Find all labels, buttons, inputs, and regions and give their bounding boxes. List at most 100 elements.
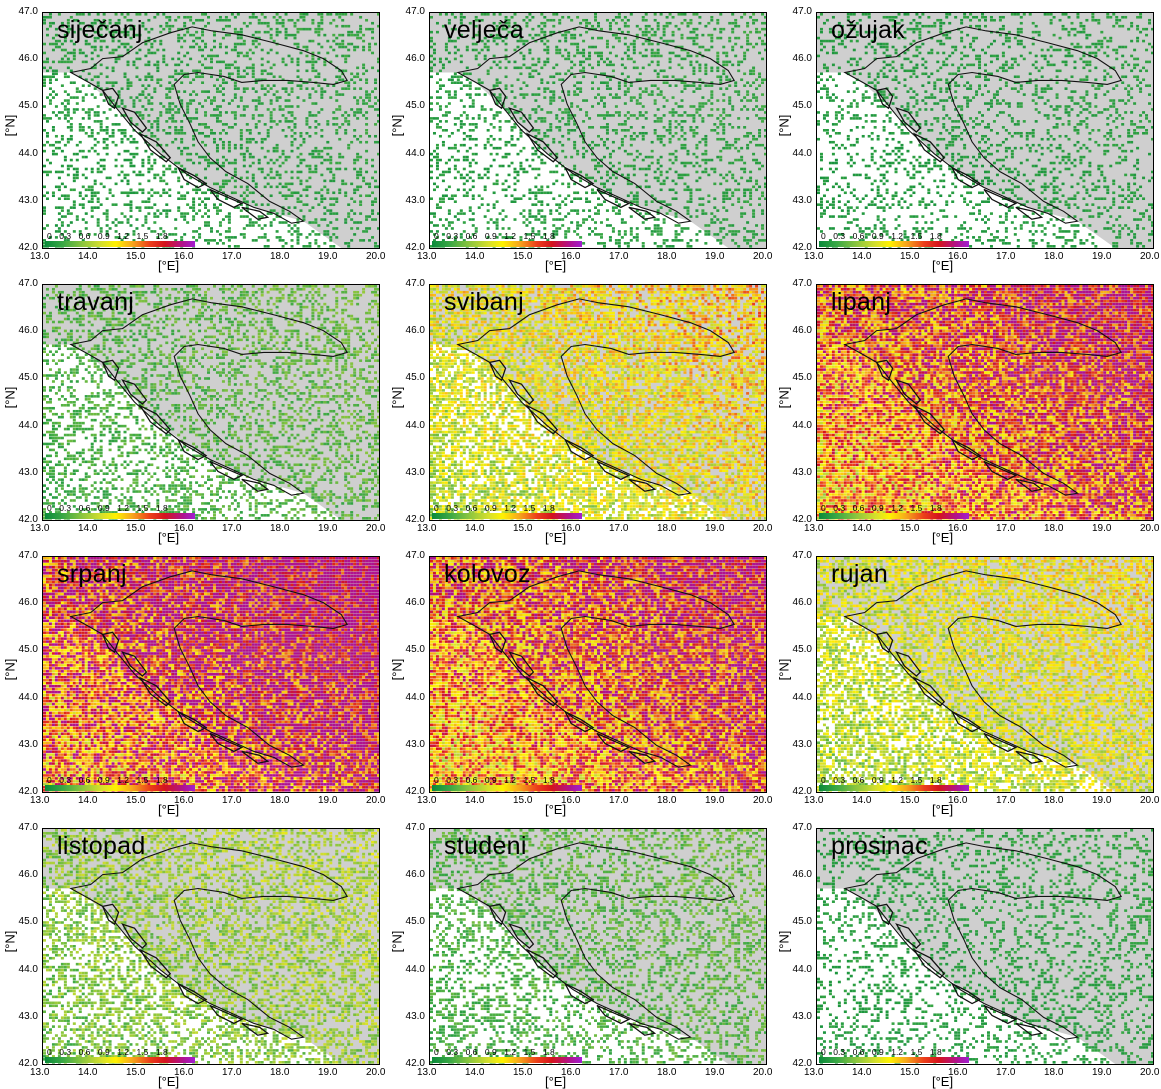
y-tick-label: 44.0 bbox=[391, 421, 427, 431]
x-tick-label: 14.0 bbox=[465, 524, 484, 534]
x-tick-label: 18.0 bbox=[270, 1068, 289, 1078]
x-tick-label: 20.0 bbox=[753, 524, 772, 534]
x-axis-label: [°E] bbox=[158, 530, 179, 545]
colorbar bbox=[432, 513, 582, 519]
colorbar-tick: 0.9 bbox=[485, 1047, 497, 1057]
colorbar-tick: 0.9 bbox=[485, 231, 497, 241]
month-title: srpanj bbox=[57, 559, 127, 589]
colorbar-tick: 1.5 bbox=[911, 231, 923, 241]
colorbar-tick: 1.5 bbox=[524, 1047, 536, 1057]
colorbar-tick: 1.2 bbox=[504, 503, 516, 513]
y-tick-label: 47.0 bbox=[391, 551, 427, 561]
month-title: rujan bbox=[831, 559, 888, 589]
x-tick-label: 18.0 bbox=[1044, 252, 1063, 262]
colorbar-tick: 0.9 bbox=[485, 775, 497, 785]
y-axis-label: [°N] bbox=[777, 650, 792, 690]
x-tick-label: 18.0 bbox=[1044, 524, 1063, 534]
colorbar-tick: 0.6 bbox=[79, 775, 91, 785]
x-tick-label: 19.0 bbox=[318, 1068, 337, 1078]
y-tick-label: 43.0 bbox=[778, 468, 814, 478]
colorbar-tick: 0.9 bbox=[485, 503, 497, 513]
colorbar-tick: 0 bbox=[434, 503, 439, 513]
colorbar bbox=[45, 785, 195, 791]
x-tick-label: 15.0 bbox=[900, 1068, 919, 1078]
colorbar-tick: 0.3 bbox=[59, 1047, 71, 1057]
y-tick-label: 43.0 bbox=[4, 1012, 40, 1022]
colorbar-tick: 0.3 bbox=[833, 231, 845, 241]
x-tick-label: 19.0 bbox=[318, 252, 337, 262]
y-tick-label: 46.0 bbox=[778, 598, 814, 608]
x-tick-label: 14.0 bbox=[465, 796, 484, 806]
month-title: lipanj bbox=[831, 287, 891, 317]
y-tick-label: 47.0 bbox=[778, 551, 814, 561]
colorbar-tick: 0.6 bbox=[466, 1047, 478, 1057]
y-axis-label: [°N] bbox=[3, 922, 18, 962]
colorbar-tick: 1.2 bbox=[891, 231, 903, 241]
colorbar-tick: 0.3 bbox=[833, 1047, 845, 1057]
x-tick-label: 18.0 bbox=[657, 524, 676, 534]
colorbar-tick: 1.5 bbox=[911, 1047, 923, 1057]
colorbar-tick: 0.3 bbox=[446, 1047, 458, 1057]
colorbar-tick: 0 bbox=[47, 231, 52, 241]
x-tick-label: 19.0 bbox=[1092, 524, 1111, 534]
colorbar bbox=[432, 241, 582, 247]
month-title: svibanj bbox=[444, 287, 524, 317]
colorbar bbox=[45, 1057, 195, 1063]
colorbar-tick: 0 bbox=[821, 1047, 826, 1057]
x-tick-label: 18.0 bbox=[270, 796, 289, 806]
colorbar bbox=[45, 513, 195, 519]
colorbar-tick: 1.5 bbox=[911, 503, 923, 513]
y-tick-label: 47.0 bbox=[778, 7, 814, 17]
y-axis-label: [°N] bbox=[3, 106, 18, 146]
map-svg bbox=[817, 829, 1153, 1064]
y-tick-label: 46.0 bbox=[391, 870, 427, 880]
x-axis-label: [°E] bbox=[932, 1074, 953, 1089]
colorbar-tick: 0.3 bbox=[833, 503, 845, 513]
x-tick-label: 20.0 bbox=[1140, 524, 1159, 534]
x-tick-label: 15.0 bbox=[900, 252, 919, 262]
colorbar bbox=[819, 513, 969, 519]
map-svg bbox=[430, 285, 766, 520]
y-tick-label: 47.0 bbox=[4, 279, 40, 289]
y-tick-label: 47.0 bbox=[4, 823, 40, 833]
x-axis-label: [°E] bbox=[545, 530, 566, 545]
y-axis-label: [°N] bbox=[390, 378, 405, 418]
data-field bbox=[817, 285, 1153, 520]
y-tick-label: 47.0 bbox=[4, 7, 40, 17]
colorbar-tick: 0.3 bbox=[446, 231, 458, 241]
colorbar-tick: 0.3 bbox=[833, 775, 845, 785]
colorbar-tick: 0 bbox=[47, 1047, 52, 1057]
y-tick-label: 44.0 bbox=[778, 149, 814, 159]
month-title: siječanj bbox=[57, 15, 143, 45]
colorbar-tick: 0.6 bbox=[853, 503, 865, 513]
colorbar-tick: 1.2 bbox=[891, 775, 903, 785]
colorbar-tick: 1.5 bbox=[137, 503, 149, 513]
colorbar-tick: 1.2 bbox=[117, 503, 129, 513]
x-tick-label: 13.0 bbox=[417, 1068, 436, 1078]
colorbar-tick: 1.8 bbox=[156, 775, 168, 785]
x-tick-label: 14.0 bbox=[852, 796, 871, 806]
x-tick-label: 15.0 bbox=[126, 524, 145, 534]
colorbar-tick: 0 bbox=[434, 1047, 439, 1057]
x-tick-label: 15.0 bbox=[900, 796, 919, 806]
colorbar-tick: 0.3 bbox=[446, 503, 458, 513]
map-svg bbox=[817, 13, 1153, 248]
x-tick-label: 20.0 bbox=[1140, 1068, 1159, 1078]
colorbar-tick: 1.5 bbox=[524, 231, 536, 241]
colorbar bbox=[432, 785, 582, 791]
x-axis-label: [°E] bbox=[932, 258, 953, 273]
